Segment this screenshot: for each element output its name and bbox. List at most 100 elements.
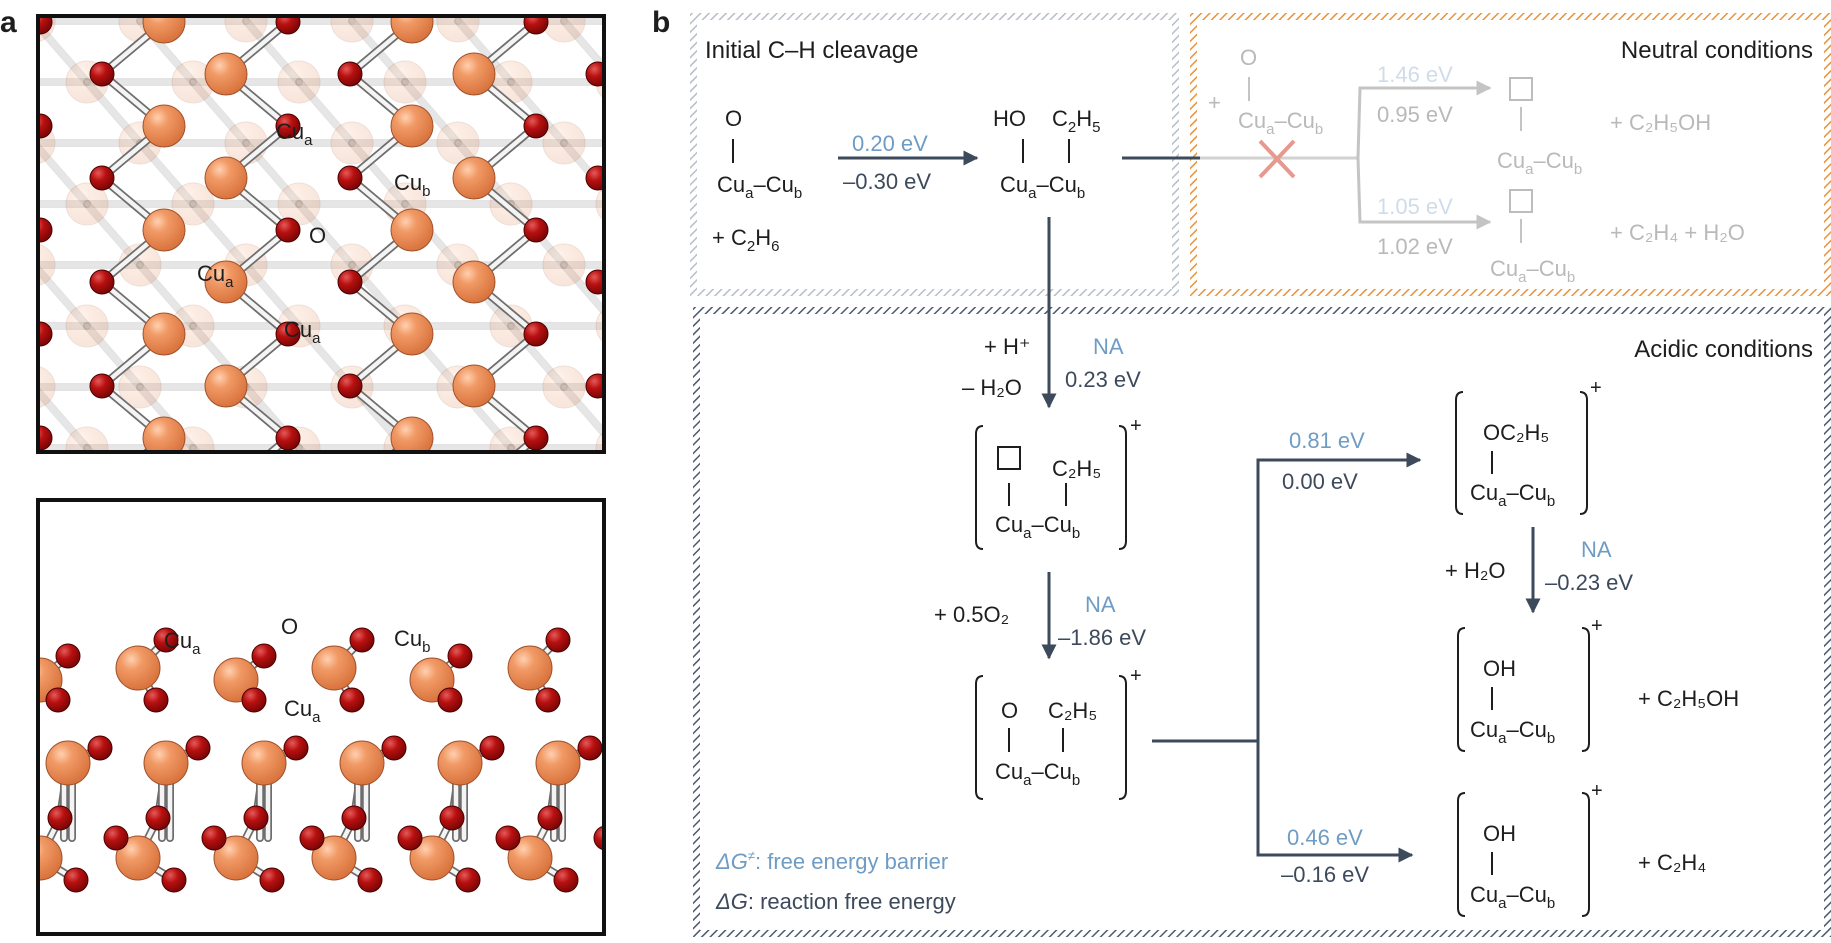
background-cu-atom	[755, 122, 797, 164]
ethoxy-intermediate: + OC₂H₅ Cua–Cub	[1455, 377, 1602, 515]
background-cu-atom	[702, 61, 744, 103]
background-cu-atom	[0, 427, 2, 469]
branch-lower-barrier: 0.46 eV	[1287, 825, 1363, 850]
background-cu-atom	[0, 183, 2, 225]
surface-cu-atom	[701, 261, 743, 303]
surface-o-atom	[275, 113, 301, 139]
surface-cu-atom	[887, 209, 929, 251]
neutral-lower-barrier: 1.05 eV	[1377, 194, 1453, 219]
surface-o-atom	[523, 321, 549, 347]
slab-o-atom	[455, 867, 481, 893]
slab-o-atom	[185, 735, 211, 761]
background-cu-atom	[0, 305, 2, 347]
background-cu-atom	[542, 121, 586, 165]
surface-o-atom	[585, 373, 604, 399]
background-cu-atom	[649, 244, 691, 286]
slab-o-atom	[259, 867, 285, 893]
svg-text:Cua–Cub: Cua–Cub	[995, 759, 1080, 789]
background-cu-atom	[224, 16, 268, 43]
slab-o-atom	[55, 643, 81, 669]
svg-text:+: +	[1130, 415, 1142, 437]
acidic-step2-barrier: NA	[1085, 592, 1116, 617]
slab-o-atom	[153, 627, 179, 653]
neutral-upper-barrier: 1.46 eV	[1377, 62, 1453, 87]
surface-o-atom	[585, 61, 604, 87]
surface-o-atom	[337, 165, 363, 191]
surface-cu-atom	[204, 156, 248, 200]
acidic-step3-reagent: + H₂O	[1445, 558, 1506, 583]
surface-cu-atom	[390, 208, 434, 252]
slab-cu-atom	[507, 835, 553, 881]
svg-text:+ C₂H₅OH: + C₂H₅OH	[1610, 110, 1711, 135]
surface-o-atom	[772, 322, 796, 346]
slab-cu-atom	[115, 835, 161, 881]
surface-cu-atom	[887, 313, 929, 355]
slab-cu-atom	[634, 741, 678, 785]
surface-cu-atom	[142, 208, 186, 252]
neutral-intermediate: + O Cua–Cub	[1208, 45, 1323, 138]
background-cu-atom	[65, 182, 109, 226]
slab-o-atom	[341, 805, 367, 831]
surface-cu-atom	[204, 260, 248, 304]
slab-o-atom	[201, 825, 227, 851]
slab-o-atom	[636, 806, 660, 830]
surface-cu-atom	[639, 313, 681, 355]
branch-connector	[1152, 452, 1422, 863]
acidic-step1-reagent1: + H⁺	[984, 334, 1030, 359]
acidic-step3-energy: –0.23 eV	[1545, 570, 1633, 595]
slab-o-atom	[644, 644, 668, 668]
surface-cu-atom	[142, 312, 186, 356]
slab-o-atom	[652, 868, 676, 892]
svg-text:OH: OH	[1483, 821, 1516, 846]
background-cu-atom	[0, 61, 2, 103]
slab-o-atom	[593, 825, 604, 851]
reactant-cu-o: O Cua–Cub + C2H6	[712, 106, 802, 255]
side-slab	[38, 627, 678, 893]
side-label-o: O	[281, 614, 298, 639]
slab-o-atom	[87, 735, 113, 761]
background-cu-atom	[65, 304, 109, 348]
svg-text:+: +	[1208, 90, 1221, 115]
acidic-title: Acidic conditions	[1634, 336, 1813, 363]
slab-o-atom	[381, 735, 407, 761]
surface-o-atom	[772, 114, 796, 138]
surface-cu-atom	[390, 312, 434, 356]
surface-cu-atom	[701, 469, 743, 511]
surface-cu-atom	[390, 416, 434, 452]
background-cu-atom	[330, 16, 374, 43]
acidic-conditions-box: Acidic conditions + H⁺ – H₂O NA 0.23 eV …	[693, 217, 1831, 937]
svg-text:+ C₂H₄ + H₂O: + C₂H₄ + H₂O	[1610, 220, 1745, 245]
surface-cu-atom	[452, 260, 496, 304]
background-cu-atom	[702, 427, 744, 469]
svg-text:Cua–Cub: Cua–Cub	[1490, 256, 1575, 286]
slab-o-atom	[577, 735, 603, 761]
branch-lower-energy: –0.16 eV	[1281, 862, 1369, 887]
hydroxyl-product-lower: + OH Cua–Cub + C₂H₄	[1457, 780, 1706, 917]
surface-o-atom	[337, 373, 363, 399]
surface-o-atom	[275, 16, 301, 35]
surface-o-atom	[89, 373, 115, 399]
slab-cu-atom	[45, 740, 91, 786]
slab-cu-atom	[437, 740, 483, 786]
surface-o-atom	[337, 61, 363, 87]
svg-text:Cua–Cub: Cua–Cub	[1497, 148, 1582, 178]
surface-cu-atom	[142, 416, 186, 452]
slab-o-atom	[447, 643, 473, 669]
svg-text:Cua–Cub: Cua–Cub	[1470, 882, 1555, 912]
legend-energy: ΔG: reaction free energy	[715, 889, 956, 914]
surface-cu-atom	[452, 52, 496, 96]
surface-cu-atom	[452, 156, 496, 200]
top-label-cu-b: Cub	[394, 170, 430, 200]
slab-cu-atom	[311, 645, 357, 691]
background-cu-atom	[118, 365, 162, 409]
initial-cleavage-box: Initial C–H cleavage O Cua–Cub + C2H6 0.…	[690, 13, 1179, 296]
slab-o-atom	[349, 627, 375, 653]
svg-text:Cua–Cub: Cua–Cub	[1470, 717, 1555, 747]
slab-o-atom	[535, 687, 561, 713]
surface-cu-atom	[639, 417, 681, 459]
hydroxyl-product-upper: + OH Cua–Cub + C₂H₅OH	[1457, 615, 1739, 752]
top-view-lattice	[0, 16, 929, 511]
svg-text:+: +	[1130, 665, 1142, 687]
oxo-ethyl-intermediate: + O C₂H₅ Cua–Cub	[975, 665, 1142, 800]
